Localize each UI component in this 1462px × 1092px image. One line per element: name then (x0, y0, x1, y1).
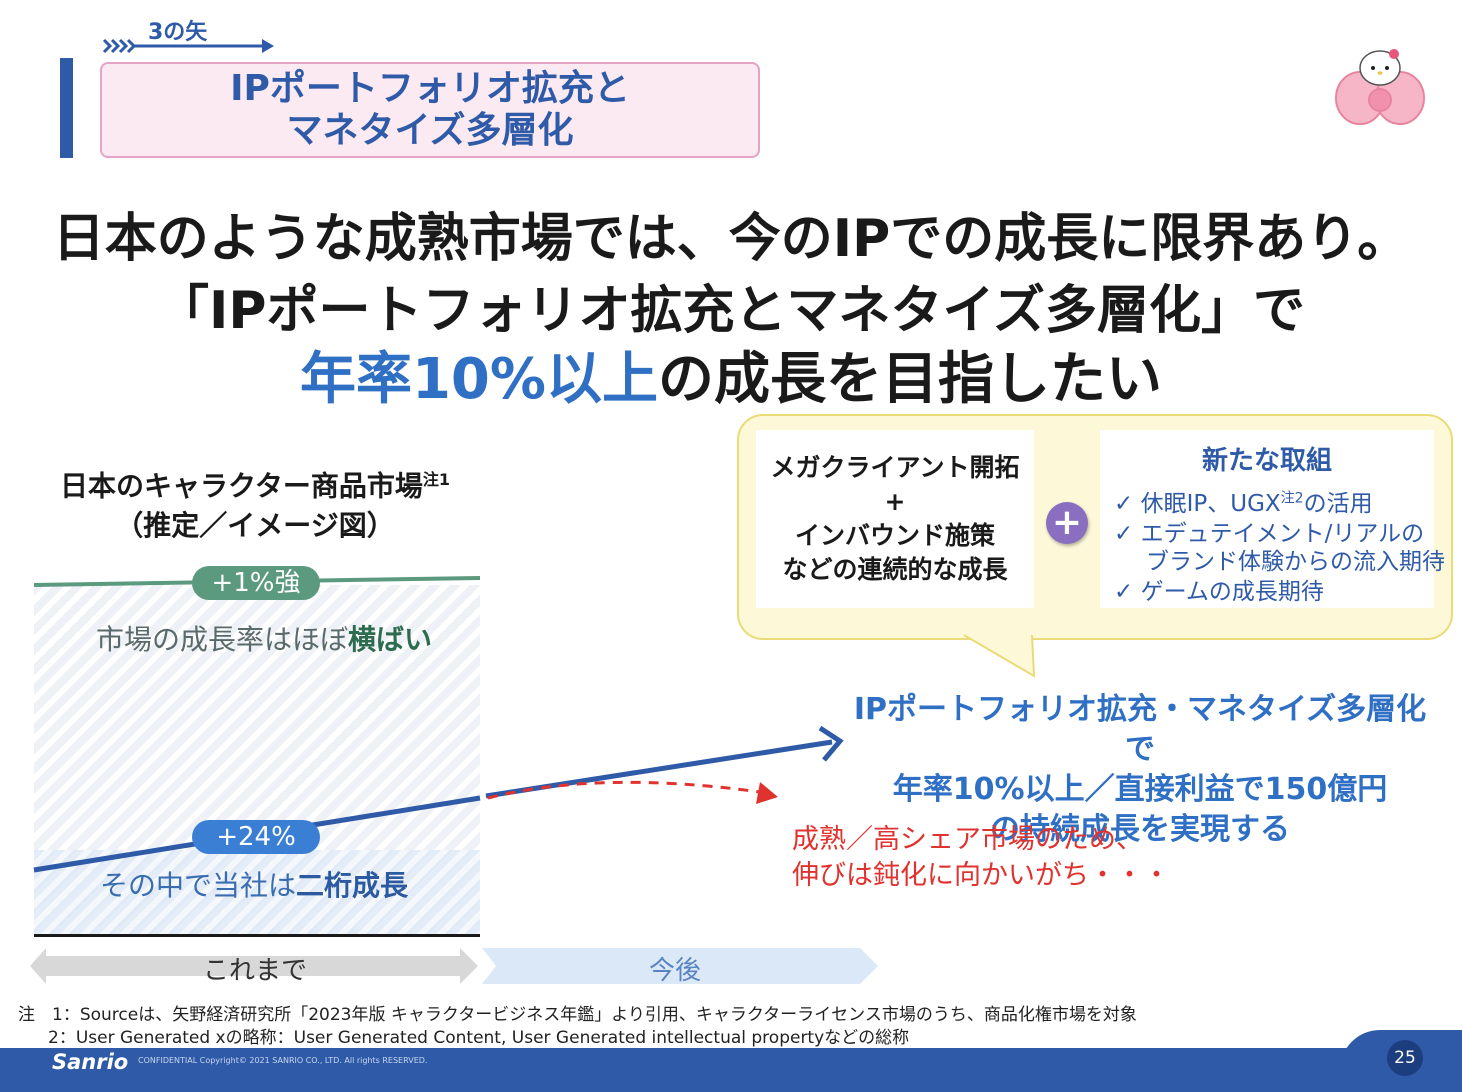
headline-highlight: 年率10%以上 (299, 347, 659, 412)
section-title-box: IPポートフォリオ拡充と マネタイズ多層化 (100, 62, 760, 158)
own-growth-text-bold: 二桁成長 (296, 869, 409, 902)
own-growth-line-future (485, 739, 833, 799)
bubble-tail (963, 634, 1036, 678)
footnote-1: 注 1：Sourceは、矢野経済研究所「2023年版 キャラクタービジネス年鑑」… (18, 1005, 1137, 1025)
future-label: 今後 (648, 956, 701, 986)
continuous-growth-line3: インバウンド施策 (794, 521, 995, 550)
new-initiatives-box: 新たな取組 ✓ 休眠IP、UGX注2の活用 ✓ エデュテイメント/リアルの ブラ… (1100, 430, 1445, 608)
section-title-line2: マネタイズ多層化 (286, 110, 574, 151)
section-accent-bar (60, 58, 73, 158)
market-title-text: 日本のキャラクター商品市場 (59, 469, 423, 503)
future-arrow-icon (482, 948, 878, 984)
new-initiatives-title: 新たな取組 (1201, 446, 1332, 476)
continuous-growth-line4: などの連続的な成長 (782, 555, 1008, 584)
goal-line2: 年率10%以上／直接利益で150億円 (892, 772, 1388, 807)
headline-line1: 日本のような成熟市場では、今のIPでの成長に限界あり。 (52, 209, 1410, 269)
market-flat-text-plain: 市場の成長率はほぼ (96, 623, 349, 656)
continuous-growth-box: メガクライアント開拓 + インバウンド施策 などの連続的な成長 (756, 430, 1034, 608)
timeline-arrows (30, 948, 878, 984)
slowdown-arrow-head-icon (756, 782, 778, 804)
headline-line3-rest: の成長を目指したい (658, 347, 1163, 412)
market-growth-pill: +1%強 (192, 566, 320, 600)
continuous-growth-line1: メガクライアント開拓 (770, 453, 1020, 482)
warning-line1: 成熟／高シェア市場のため、 (792, 824, 1143, 855)
sanrio-logo: Sanrio (52, 1050, 129, 1074)
past-arrow-icon (30, 948, 478, 984)
own-share-area (34, 850, 480, 935)
copyright-text: CONFIDENTIAL Copyright© 2021 SANRIO CO.,… (138, 1056, 428, 1065)
own-growth-text: その中で当社は二桁成長 (100, 864, 408, 904)
market-title-note: 注1 (422, 470, 451, 489)
market-flat-text: 市場の成長率はほぼ横ばい (96, 618, 432, 658)
growth-arrow-head-icon (818, 725, 844, 762)
goal-line3: の持続成長を実現する (990, 812, 1290, 847)
warning-line2: 伸びは鈍化に向かいがち・・・ (792, 860, 1170, 891)
own-growth-pill: +24% (192, 820, 320, 854)
market-subtitle: （推定／イメージ図） (115, 509, 395, 543)
slowdown-warning: 成熟／高シェア市場のため、 伸びは鈍化に向かいがち・・・ (792, 822, 1170, 894)
plus-icon: + (1046, 502, 1088, 544)
page-number: 25 (1387, 1040, 1423, 1076)
past-label: これまで (202, 956, 307, 986)
header-arrow-icon (102, 38, 274, 54)
goal-line1: IPポートフォリオ拡充・マネタイズ多層化で (853, 692, 1427, 767)
market-flat-text-bold: 横ばい (348, 623, 433, 656)
item1-text: ✓ 休眠IP、UGX (1114, 491, 1281, 517)
own-growth-text-plain: その中で当社は (100, 869, 297, 902)
new-initiative-item: ✓ エデュテイメント/リアルの (1114, 521, 1425, 547)
section-title-line1: IPポートフォリオ拡充と (230, 68, 630, 109)
market-title: 日本のキャラクター商品市場注1 （推定／イメージ図） (30, 460, 480, 546)
mascot-bow-icon (1335, 49, 1425, 125)
arrow-tag-label: 3の矢 (148, 20, 208, 45)
footnotes: 注 1：Sourceは、矢野経済研究所「2023年版 キャラクタービジネス年鑑」… (18, 1004, 1137, 1050)
headline-line3: 年率10%以上の成長を目指したい (0, 334, 1462, 415)
new-initiative-item-cont: ブランド体験からの流入期待 (1146, 549, 1445, 575)
chart-baseline (34, 934, 480, 937)
footnote-2: 2：User Generated xの略称：User Generated Con… (48, 1028, 910, 1048)
continuous-growth-line2: + (884, 487, 906, 516)
new-initiative-item: ✓ ゲームの成長期待 (1114, 579, 1324, 605)
goal-statement: IPポートフォリオ拡充・マネタイズ多層化で 年率10%以上／直接利益で150億円… (840, 690, 1440, 850)
item1-text-post: の活用 (1303, 491, 1373, 517)
headline-line2: 「IPポートフォリオ拡充とマネタイズ多層化」で (157, 281, 1305, 341)
new-initiative-item: ✓ 休眠IP、UGX注2の活用 (1114, 484, 1373, 518)
slowdown-dashed-line (487, 780, 761, 800)
footer-bar (0, 1048, 1462, 1092)
item1-note: 注2 (1280, 490, 1304, 507)
